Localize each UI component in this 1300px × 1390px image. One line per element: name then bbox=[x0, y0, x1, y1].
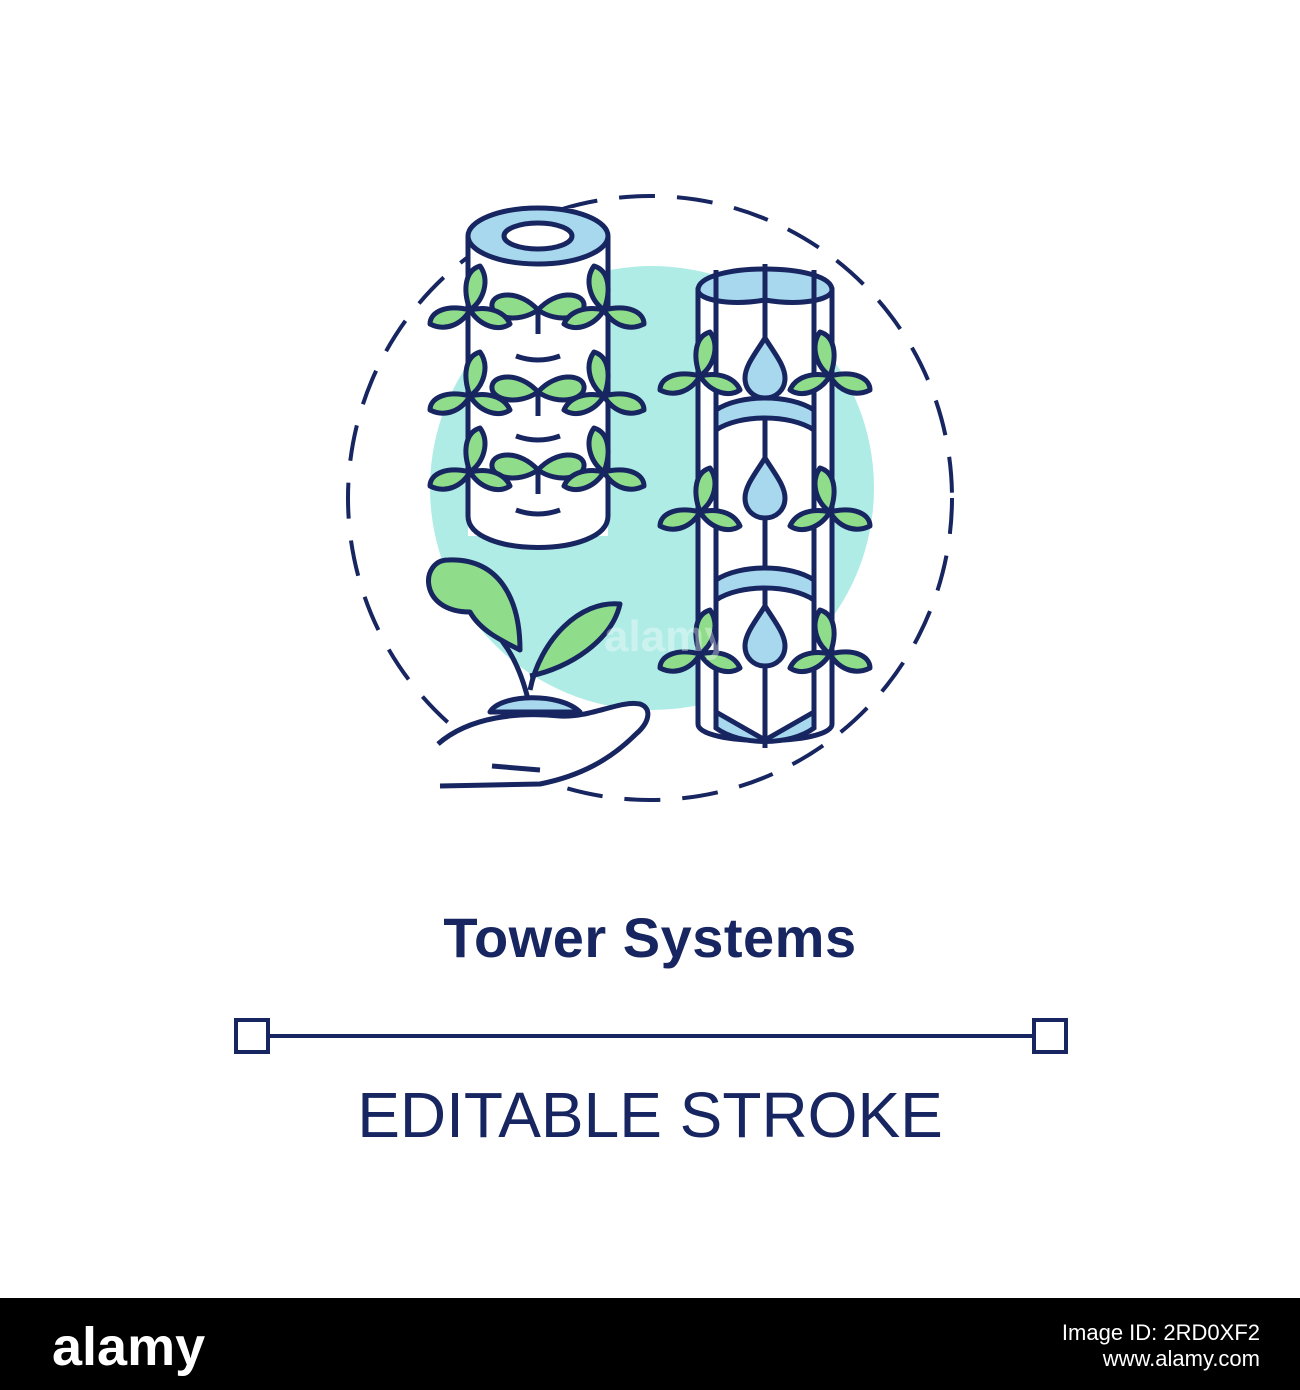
tower-cylinder-icon bbox=[430, 205, 644, 550]
icon-title: Tower Systems bbox=[443, 906, 857, 969]
editable-stroke-line bbox=[234, 1018, 1068, 1054]
footer-logo: alamy bbox=[52, 1317, 206, 1377]
footer-info: Image ID: 2RD0XF2 www.alamy.com bbox=[1062, 1320, 1260, 1372]
watermark: alamy bbox=[604, 612, 729, 661]
stroke-handle-left bbox=[234, 1018, 270, 1054]
image-id-label: Image ID: 2RD0XF2 bbox=[1061, 1320, 1260, 1345]
dashed-ring bbox=[346, 194, 954, 802]
editable-stroke-label: EDITABLE STROKE bbox=[357, 1079, 943, 1151]
footer-url: www.alamy.com bbox=[1102, 1346, 1260, 1371]
watermark-footer: alamy Image ID: 2RD0XF2 www.alamy.com bbox=[0, 1298, 1300, 1390]
seedling-in-hand-icon bbox=[426, 557, 651, 789]
stroke-handle-right bbox=[1032, 1018, 1068, 1054]
tower-open-cylinder-icon bbox=[660, 264, 870, 748]
